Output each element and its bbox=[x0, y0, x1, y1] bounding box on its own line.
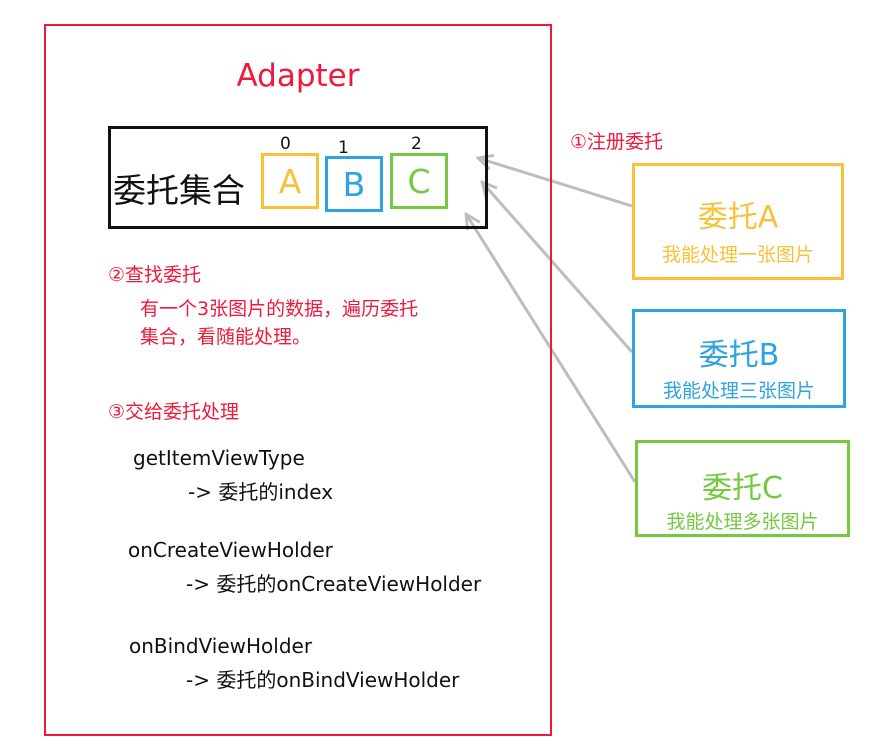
method-mapping: -> 委托的onBindViewHolder bbox=[186, 668, 460, 692]
step-find: ②查找委托 bbox=[108, 264, 202, 286]
method-mapping: -> 委托的onCreateViewHolder bbox=[186, 572, 482, 596]
delegate-collection-box bbox=[108, 126, 488, 229]
slot-index-0: 0 bbox=[280, 134, 291, 154]
step-handoff: ③交给委托处理 bbox=[108, 401, 240, 423]
slot-index-2: 2 bbox=[411, 134, 422, 154]
delegate-a-box: 委托A 我能处理一张图片 bbox=[632, 163, 844, 280]
delegate-c-description: 我能处理多张图片 bbox=[666, 511, 819, 533]
slot-b-letter: B bbox=[342, 164, 366, 204]
delegate-c-box: 委托C 我能处理多张图片 bbox=[635, 440, 850, 537]
delegate-c-name: 委托C bbox=[702, 471, 783, 506]
step-find-desc-line2: 集合，看随能处理。 bbox=[140, 326, 312, 348]
slot-c: C bbox=[390, 153, 448, 209]
step-register: ①注册委托 bbox=[570, 131, 664, 153]
delegate-collection-label: 委托集合 bbox=[113, 171, 245, 210]
delegate-a-description: 我能处理一张图片 bbox=[661, 244, 814, 266]
slot-b: B bbox=[325, 156, 383, 212]
arrow-delegate-b bbox=[482, 182, 634, 353]
delegate-b-name: 委托B bbox=[698, 338, 780, 373]
slot-a: A bbox=[261, 153, 319, 209]
slot-c-letter: C bbox=[407, 161, 431, 201]
adapter-frame bbox=[44, 24, 552, 736]
delegate-b-description: 我能处理三张图片 bbox=[662, 380, 815, 402]
step-find-desc-line1: 有一个3张图片的数据，遍历委托 bbox=[140, 298, 419, 320]
slot-index-1: 1 bbox=[338, 138, 349, 158]
adapter-title: Adapter bbox=[236, 58, 360, 94]
method-name: getItemViewType bbox=[133, 446, 305, 470]
arrow-delegate-a bbox=[478, 158, 633, 208]
delegate-a-name: 委托A bbox=[697, 200, 779, 235]
method-name: onBindViewHolder bbox=[129, 634, 313, 658]
slot-a-letter: A bbox=[278, 161, 302, 201]
delegate-b-box: 委托B 我能处理三张图片 bbox=[632, 309, 846, 408]
method-mapping: -> 委托的index bbox=[188, 480, 334, 504]
method-name: onCreateViewHolder bbox=[128, 538, 333, 562]
